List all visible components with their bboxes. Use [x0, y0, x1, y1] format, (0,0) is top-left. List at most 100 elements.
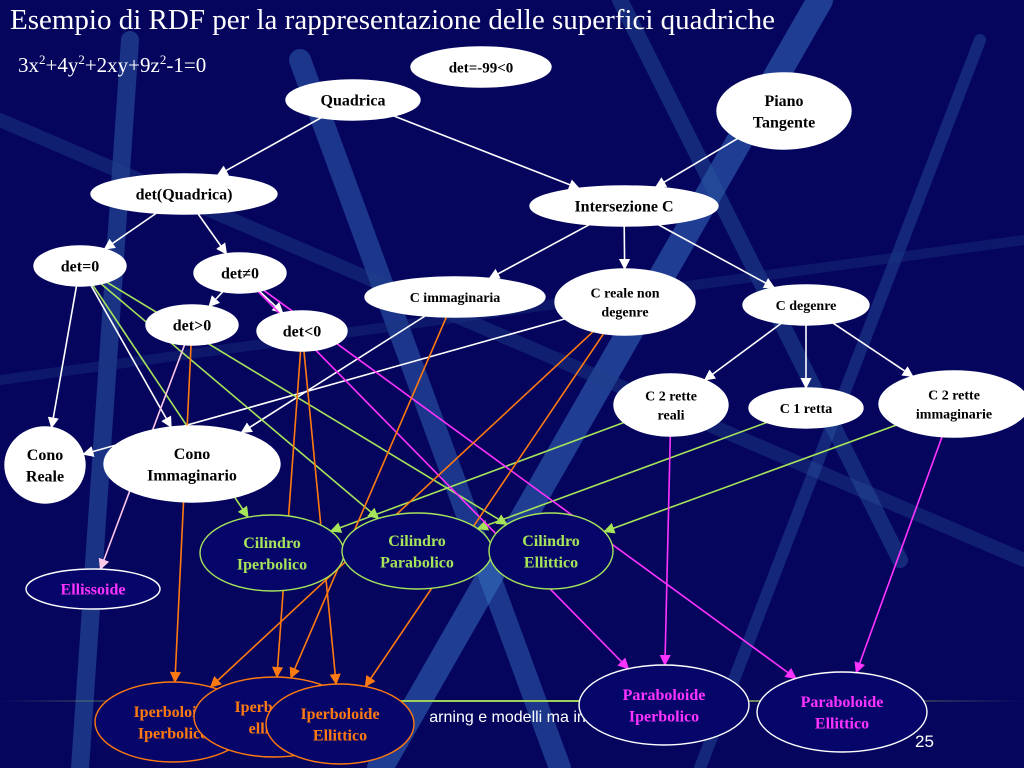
edge-det0-to-conoimm	[90, 285, 172, 429]
footer-caption: arning e modelli ma in 3D	[429, 709, 611, 726]
edge-creale-to-ipell2	[364, 332, 605, 688]
eq-term-z: +2xy+9z	[84, 53, 160, 77]
eq-exp-y: 2	[78, 52, 85, 67]
node-shape	[554, 268, 696, 336]
node-creale[interactable]: C reale non degenre	[554, 268, 696, 336]
node-det99[interactable]: det=-99<0	[410, 46, 552, 88]
node-label: C reale non	[591, 286, 660, 301]
node-label: Piano	[764, 93, 803, 110]
node-cdeg[interactable]: C degenre	[742, 284, 870, 326]
edge-c2reali-to-parip	[659, 435, 672, 667]
node-det0[interactable]: det=0	[33, 245, 127, 287]
node-inters[interactable]: Intersezione C	[529, 185, 719, 227]
node-shape	[488, 512, 614, 590]
footer-divider	[0, 700, 1024, 702]
node-label: Intersezione C	[574, 199, 673, 216]
node-label: C 2 rette	[928, 388, 980, 403]
node-label: Iperboloide	[133, 704, 212, 721]
edge-cdeg-to-c2imm	[832, 322, 914, 378]
node-label: det<0	[283, 324, 321, 341]
node-shape	[578, 664, 750, 746]
node-label: det>0	[173, 318, 211, 335]
node-shape	[145, 304, 239, 346]
node-shape	[410, 46, 552, 88]
node-label: reali	[658, 408, 685, 423]
node-shape	[878, 370, 1024, 438]
node-ellissoide[interactable]: Ellissoide	[25, 568, 161, 610]
edge-detq-to-det0	[103, 212, 157, 250]
node-label: Paraboloide	[801, 694, 884, 711]
edge-detlt0-to-ipell1	[272, 350, 302, 679]
node-shape	[199, 514, 345, 592]
edge-group	[47, 115, 943, 688]
edge-c2imm-to-cilell	[603, 424, 897, 534]
node-label: Ellissoide	[61, 582, 126, 599]
edge-inters-to-cdeg	[657, 223, 776, 289]
node-label: C 2 rette	[645, 389, 697, 404]
eq-term-y: +4y	[45, 53, 79, 77]
node-shape	[613, 373, 729, 437]
node-detq[interactable]: det(Quadrica)	[90, 173, 278, 215]
node-shape	[265, 683, 415, 765]
node-quadrica[interactable]: Quadrica	[285, 79, 421, 121]
node-shape	[33, 245, 127, 287]
node-shape	[716, 72, 852, 150]
node-label: Tangente	[753, 114, 816, 131]
node-label: Cilindro	[243, 535, 301, 552]
node-shape	[4, 426, 86, 504]
node-label: Quadrica	[321, 93, 386, 110]
node-shape	[529, 185, 719, 227]
edge-cimm-to-ipell1	[289, 316, 448, 679]
node-label: Immaginario	[147, 467, 237, 484]
quadric-equation: 3x2+4y2+2xy+9z2-1=0	[18, 52, 206, 78]
node-shape	[256, 310, 348, 352]
node-label: Iperbolico	[629, 708, 699, 725]
node-c2reali[interactable]: C 2 rette reali	[613, 373, 729, 437]
edge-detgt0-to-ipip	[169, 344, 192, 684]
edge-cdeg-to-c2reali	[703, 322, 782, 381]
edge-piano-to-inters	[654, 137, 739, 188]
node-label: Paraboloide	[623, 687, 706, 704]
edge-quadrica-to-inters	[393, 115, 581, 190]
node-label: Parabolico	[380, 554, 454, 571]
node-shape	[285, 79, 421, 121]
node-label: C immaginaria	[410, 291, 501, 306]
edge-inters-to-cimm	[488, 223, 590, 280]
node-c1retta[interactable]: C 1 retta	[748, 387, 864, 429]
edge-c2imm-to-parell	[854, 436, 943, 674]
node-label: Ellittico	[524, 554, 578, 571]
eq-exp-z: 2	[159, 52, 167, 67]
node-label: det=-99<0	[449, 60, 514, 76]
edge-cimm-to-conoimm	[240, 315, 426, 434]
node-shape	[90, 173, 278, 215]
node-label: det≠0	[221, 266, 259, 283]
node-shape	[748, 387, 864, 429]
node-label: det=0	[61, 259, 99, 276]
eq-term-x: 3x	[18, 53, 39, 77]
node-cimm[interactable]: C immaginaria	[364, 276, 546, 318]
node-label: Cilindro	[522, 533, 580, 550]
node-label: C 1 retta	[780, 402, 833, 417]
node-detlt0[interactable]: det<0	[256, 310, 348, 352]
page-number: 25	[915, 732, 934, 751]
node-label: Iperbolico	[138, 725, 208, 742]
edge-det0-to-conoreale	[47, 285, 78, 429]
node-detgt0[interactable]: det>0	[145, 304, 239, 346]
eq-term-const: -1=0	[166, 53, 207, 77]
node-shape	[756, 671, 928, 753]
node-label: degenre	[601, 305, 648, 320]
edge-quadrica-to-detq	[216, 116, 322, 177]
node-label: C degenre	[776, 299, 837, 314]
node-detne0[interactable]: det≠0	[193, 252, 287, 294]
